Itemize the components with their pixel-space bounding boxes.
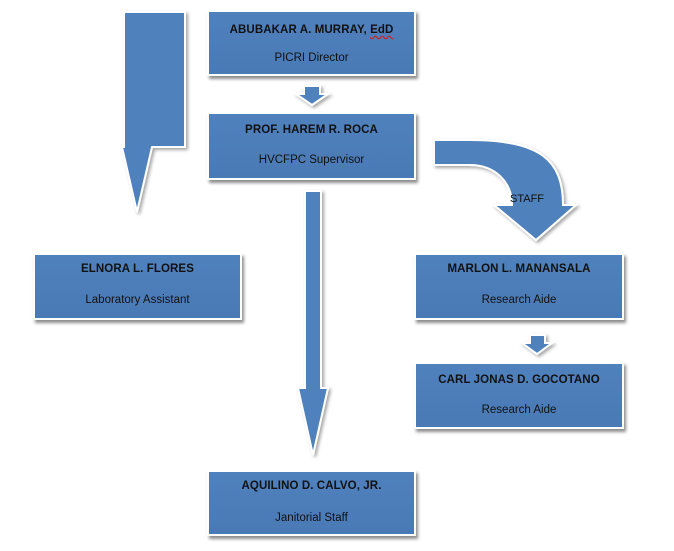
arrow-supervisor-to-research-aide	[433, 139, 579, 242]
janitor-name: AQUILINO D. CALVO, JR.	[241, 480, 382, 492]
director-role: PICRI Director	[274, 52, 349, 64]
research-aide-1-box: MARLON L. MANANSALA Research Aide	[414, 253, 624, 320]
arrow-to-lab-assistant	[120, 11, 186, 213]
arrow-supervisor-to-janitor	[296, 190, 330, 456]
arrow-aide-to-aide	[518, 334, 556, 356]
research-aide-1-name: MARLON L. MANANSALA	[447, 263, 591, 275]
janitor-box: AQUILINO D. CALVO, JR. Janitorial Staff	[207, 470, 416, 536]
lab-assistant-box: ELNORA L. FLORES Laboratory Assistant	[33, 253, 242, 320]
research-aide-2-box: CARL JONAS D. GOCOTANO Research Aide	[414, 362, 624, 429]
supervisor-name: PROF. HAREM R. ROCA	[245, 124, 378, 136]
research-aide-2-role: Research Aide	[481, 404, 557, 416]
director-box: ABUBAKAR A. MURRAY, EdD PICRI Director	[207, 10, 416, 76]
lab-assistant-name: ELNORA L. FLORES	[81, 263, 194, 275]
janitor-role: Janitorial Staff	[275, 512, 348, 524]
research-aide-2-name: CARL JONAS D. GOCOTANO	[438, 374, 600, 386]
lab-assistant-role: Laboratory Assistant	[85, 294, 190, 306]
supervisor-box: PROF. HAREM R. ROCA HVCFPC Supervisor	[207, 112, 416, 180]
research-aide-1-role: Research Aide	[481, 294, 557, 306]
director-name: ABUBAKAR A. MURRAY, EdD	[229, 24, 394, 36]
arrow-director-to-supervisor	[292, 85, 332, 107]
supervisor-role: HVCFPC Supervisor	[258, 154, 365, 166]
staff-label: STAFF	[510, 193, 545, 205]
